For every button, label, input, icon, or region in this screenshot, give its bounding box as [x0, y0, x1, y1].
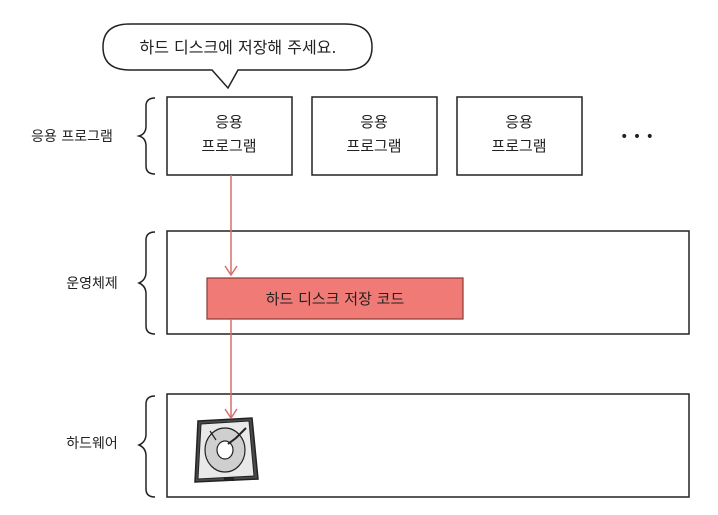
- more-apps-ellipsis: • • •: [620, 129, 654, 145]
- app-box-3-line1: 응용: [505, 113, 533, 131]
- app-box-1-line1: 응용: [215, 113, 243, 131]
- app-box-2-line2: 프로그램: [346, 137, 401, 155]
- layer-label-os: 운영체제: [66, 276, 118, 292]
- app-box-2: 응용 프로그램: [311, 96, 438, 176]
- app-box-1-line2: 프로그램: [201, 137, 256, 155]
- layer-label-hardware: 하드웨어: [66, 436, 118, 452]
- app-box-3-line2: 프로그램: [491, 137, 546, 155]
- hard-disk-icon: [194, 417, 259, 483]
- layer-hardware: 하드웨어: [66, 393, 690, 498]
- brace-os: [137, 231, 156, 335]
- arrow-os-to-hardware: [224, 319, 238, 420]
- speech-bubble: 하드 디스크에 저장해 주세요.: [102, 23, 373, 90]
- brace-applications: [136, 97, 156, 175]
- brace-hardware: [137, 395, 156, 498]
- arrow-app-to-os: [224, 175, 238, 277]
- speech-bubble-shape: [102, 23, 373, 90]
- os-code-box: 하드 디스크 저장 코드: [206, 277, 464, 320]
- speech-bubble-text: 하드 디스크에 저장해 주세요.: [140, 38, 337, 57]
- app-box-1: 응용 프로그램: [166, 96, 293, 176]
- app-box-3: 응용 프로그램: [456, 96, 583, 176]
- app-box-2-line1: 응용: [360, 113, 388, 131]
- os-code-box-text: 하드 디스크 저장 코드: [266, 290, 405, 308]
- layer-label-applications: 응용 프로그램: [31, 129, 113, 145]
- layer-applications: 응용 프로그램: [31, 97, 156, 175]
